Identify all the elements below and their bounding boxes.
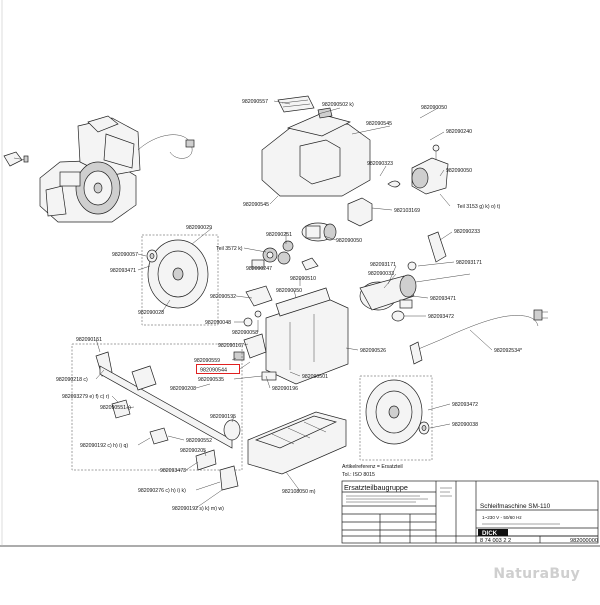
part-label: 982093471 [430, 296, 456, 302]
part-label: 982093171 [456, 260, 482, 266]
part-label: 982093473 [160, 468, 186, 474]
reference-note-line1: Artikelreferenz = Ersatzteil [342, 464, 403, 470]
title-block-spec: 1~230 V - 50/60 Hz [482, 515, 522, 520]
part-label: 982090167 [218, 343, 244, 349]
part-label: 982090552 [186, 438, 212, 444]
motor-right [359, 231, 548, 365]
highlight-box [196, 364, 240, 374]
part-label: 982090535 [198, 377, 224, 383]
part-label: 982090240 [446, 129, 472, 135]
watermark: NaturaBuy [493, 566, 580, 582]
grinding-wheel-right [359, 375, 433, 461]
leader-lines [95, 100, 493, 509]
part-label: Teil 3572 k) [216, 246, 243, 252]
part-label: 982090233 [454, 229, 480, 235]
part-label: 982093471 [110, 268, 136, 274]
part-label: 982090526 [360, 348, 386, 354]
tray [247, 411, 347, 475]
part-label: 982093279 e) f) c) r) [62, 394, 110, 400]
part-label: 982090048 [205, 320, 231, 326]
grinding-wheel-left [141, 234, 219, 326]
part-label: 982090323 [367, 161, 393, 167]
part-label: 982093472 [428, 314, 454, 320]
title-block-brand: DICK [482, 530, 498, 537]
title-block-drawing-no: 8 74 003 2 2 [480, 538, 511, 544]
part-label: 982092534* [494, 348, 522, 354]
part-label: 982090050 [446, 168, 472, 174]
part-label: 982090038 [452, 422, 478, 428]
part-label: 982090192 c) h) i) q) [80, 443, 128, 449]
part-label: 982090195 [210, 414, 236, 420]
part-labels: 982090557 982090502 k) 982090050 9820905… [56, 99, 522, 512]
part-label: 982090196 [272, 386, 298, 392]
part-label: 982090510 [290, 276, 316, 282]
part-label: 982093472 [452, 402, 478, 408]
title-block-heading: Ersatzteilbaugruppe [344, 483, 408, 492]
part-label: 982090028 [138, 310, 164, 316]
part-label: 982090501 [302, 374, 328, 380]
part-label: 982090050 [336, 238, 362, 244]
part-label: 982090208 [170, 386, 196, 392]
reference-note-line2: Tol.: ISO 8015 [342, 472, 375, 478]
part-label: 982090050 [421, 105, 447, 111]
part-label: 982090050 [276, 288, 302, 294]
part-label: 982090192 s) k) m) w) [172, 506, 224, 512]
title-block-machine: Schleifmaschine SM-110 [480, 503, 551, 510]
part-label: 982090502 k) [322, 102, 354, 108]
part-label: 982090532 [210, 294, 236, 300]
part-label: 982090033 [368, 271, 394, 277]
part-label: 982090247 [246, 266, 272, 272]
part-label: 982108050 m) [282, 489, 316, 495]
guide-bar-assembly [71, 343, 243, 491]
part-label: 982090218 c) [56, 377, 88, 383]
part-label: 982090545 [243, 202, 269, 208]
title-block-number: 982000000 [570, 538, 598, 544]
highlighted-part-label[interactable]: 982090544 [200, 368, 227, 374]
part-label: Teil 3153 g) k) o) t) [457, 204, 501, 210]
part-label: 982090151 [76, 337, 102, 343]
title-block: Ersatzteilbaugruppe Schleifmaschine SM-1… [341, 480, 599, 544]
part-label: 982090251 [266, 232, 292, 238]
part-label: 982090057 [112, 252, 138, 258]
part-label: 982090551 r) [100, 405, 131, 411]
part-label: 982103169 [394, 208, 420, 214]
part-label: 982090205 [180, 448, 206, 454]
part-label: 982090276 c) h) i) k) [138, 488, 186, 494]
part-label: 982090559 [194, 358, 220, 364]
housing-assembly [251, 95, 449, 271]
part-label: 982093171 [370, 262, 396, 268]
assembled-machine-illustration [3, 115, 195, 223]
part-label: 982090557 [242, 99, 268, 105]
part-label: 982090058 [232, 330, 258, 336]
reference-note: Artikelreferenz = Ersatzteil Tol.: ISO 8… [342, 464, 403, 478]
chassis-frame [233, 285, 349, 385]
part-label: 982090029 [186, 225, 212, 231]
part-label: 982090545 [366, 121, 392, 127]
